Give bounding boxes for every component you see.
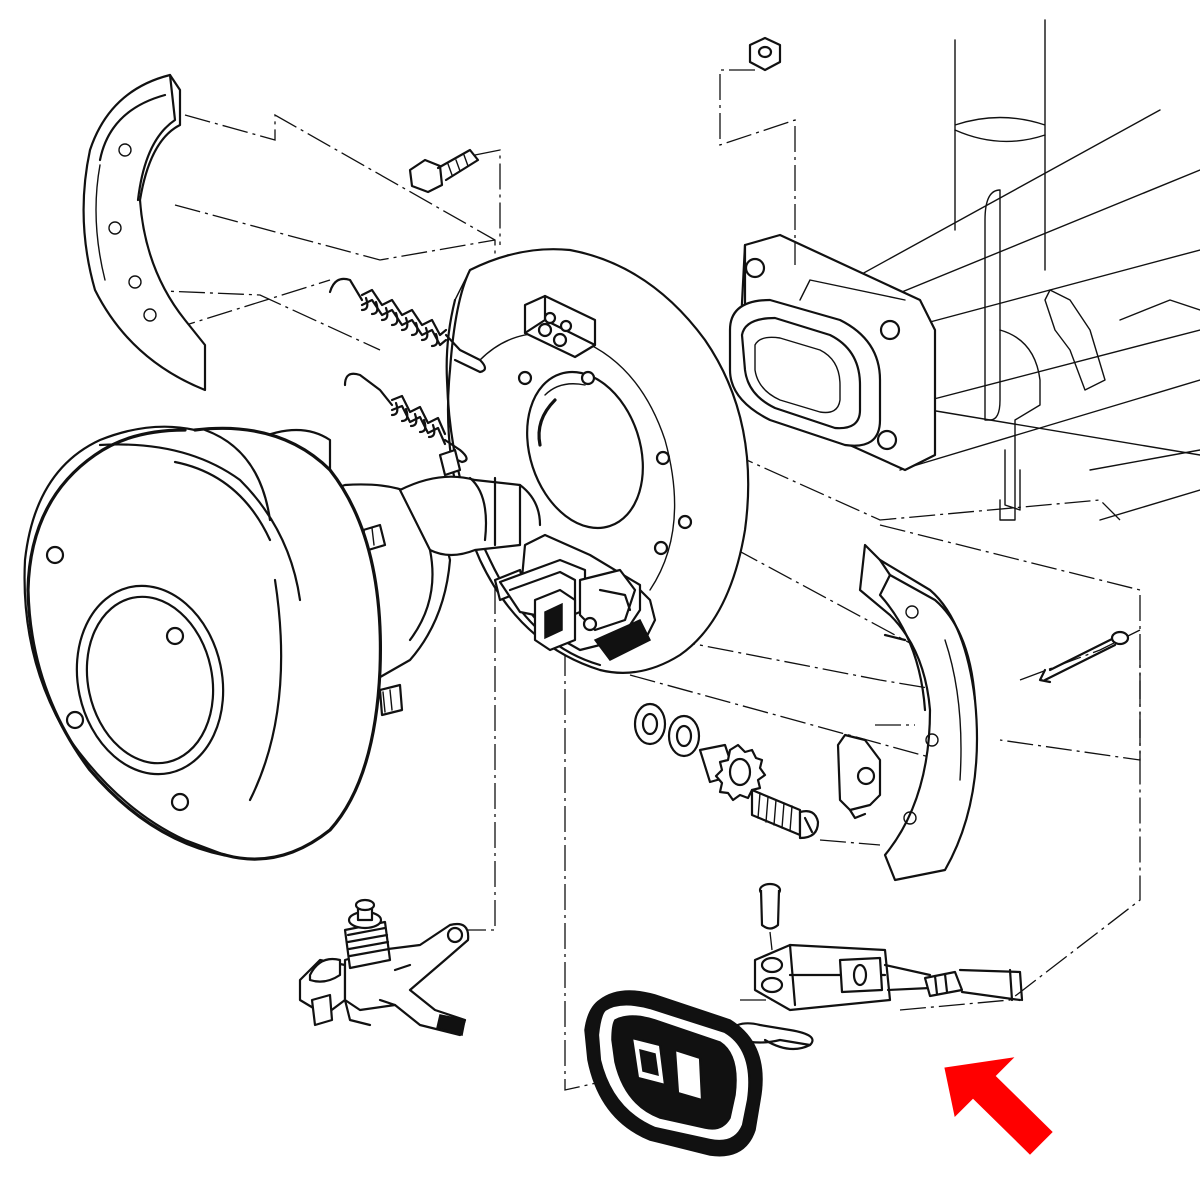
strut-bracket bbox=[438, 448, 462, 477]
washers bbox=[633, 702, 701, 758]
brake-drum bbox=[23, 425, 542, 861]
mounting-bolt bbox=[408, 148, 480, 194]
cotter-pin bbox=[1038, 630, 1130, 684]
brake-lever-assembly bbox=[298, 898, 470, 1037]
brake-actuator bbox=[493, 533, 657, 661]
nut bbox=[748, 36, 782, 72]
adjuster-wheel bbox=[698, 743, 767, 802]
axle-housing bbox=[728, 233, 937, 472]
shoe-adjuster-link bbox=[836, 733, 882, 820]
anchor-block bbox=[523, 294, 597, 359]
adjuster-screw bbox=[750, 788, 820, 840]
hairpin-clip bbox=[728, 1022, 814, 1051]
cable-clevis bbox=[753, 943, 892, 1012]
brake-cable bbox=[883, 963, 1024, 1002]
return-spring-upper bbox=[328, 277, 487, 374]
highlight-arrow bbox=[944, 1057, 1053, 1155]
brake-shoe-upper bbox=[82, 73, 207, 392]
brake-shoe-lower bbox=[858, 543, 979, 882]
return-spring-lower bbox=[343, 372, 468, 464]
brake-cable-grommet bbox=[584, 990, 763, 1157]
clevis-pin bbox=[758, 882, 782, 951]
